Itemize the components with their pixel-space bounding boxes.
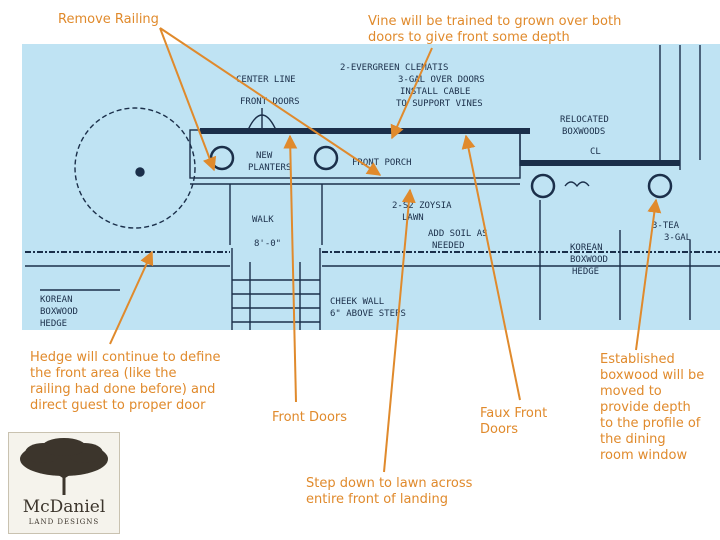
- bp-hedge-left: HEDGE: [40, 319, 67, 329]
- bp-zoysia: 2-S2 ZOYSIA: [392, 201, 452, 211]
- right-planter: [313, 145, 339, 171]
- bp-boxwood-left: BOXWOOD: [40, 307, 78, 317]
- bp-boxwoods: BOXWOODS: [562, 127, 605, 137]
- relocated-boxwood-left: [530, 173, 556, 199]
- note-vine: Vine will be trained to grown over both …: [368, 14, 622, 45]
- note-front-doors: Front Doors: [272, 410, 348, 425]
- arrow-faux-front-doors: [461, 134, 521, 401]
- bp-add-soil: ADD SOIL AS: [428, 229, 488, 239]
- arrow-front-doors: [283, 134, 298, 403]
- bp-above-steps: 6" ABOVE STEPS: [330, 309, 406, 319]
- logo-name: McDaniel: [22, 497, 106, 517]
- annotation-arrows: [109, 27, 662, 473]
- bp-hedge-right: HEDGE: [572, 267, 599, 277]
- bp-clematis-1: 2-EVERGREEN CLEMATIS: [340, 63, 448, 73]
- arrow-step-down: [383, 188, 416, 473]
- arrow-boxwood: [635, 198, 662, 351]
- logo-tagline: LAND DESIGNS: [28, 518, 100, 526]
- note-step-down: Step down to lawn across entire front of…: [306, 476, 473, 507]
- bp-new: NEW: [256, 151, 273, 161]
- bp-center-line: CENTER LINE: [236, 75, 296, 85]
- bp-korean-left: KOREAN: [40, 295, 73, 305]
- note-faux-front-doors: Faux Front Doors: [480, 406, 548, 437]
- note-boxwood: Established boxwood will be moved to pro…: [600, 352, 705, 463]
- bp-needed: NEEDED: [432, 241, 465, 251]
- existing-tree-canopy: [74, 107, 196, 229]
- arrow-hedge: [109, 250, 154, 345]
- bp-walk: WALK: [252, 215, 274, 225]
- bp-cl: CL: [590, 147, 601, 157]
- arrow-remove-railing-right: [159, 27, 382, 176]
- arrow-remove-railing-left: [159, 27, 217, 172]
- blueprint-linework: [25, 45, 720, 330]
- bp-clematis-4: TO SUPPORT VINES: [396, 99, 483, 109]
- bp-korean-right: KOREAN: [570, 243, 603, 253]
- bp-dimension: 8'-0": [254, 239, 281, 249]
- bp-front-porch: FRONT PORCH: [352, 158, 412, 168]
- bp-clematis-3: INSTALL CABLE: [400, 87, 470, 97]
- bp-lawn: LAWN: [402, 213, 424, 223]
- bp-relocated: RELOCATED: [560, 115, 609, 125]
- relocated-boxwood-right: [647, 173, 673, 199]
- bp-tea: 3-TEA: [652, 221, 680, 231]
- bp-planters: PLANTERS: [248, 163, 291, 173]
- bp-cheek-wall: CHEEK WALL: [330, 297, 384, 307]
- bp-tea-gal: 3-GAL: [664, 233, 691, 243]
- arrow-vine: [390, 47, 433, 140]
- oak-tree-icon: [20, 438, 108, 495]
- note-remove-railing: Remove Railing: [58, 12, 159, 27]
- note-hedge: Hedge will continue to define the front …: [30, 350, 221, 413]
- bp-clematis-2: 3-GAL OVER DOORS: [398, 75, 485, 85]
- company-logo: McDaniel LAND DESIGNS: [8, 432, 120, 534]
- bp-boxwood-right: BOXWOOD: [570, 255, 608, 265]
- blueprint-paper: [22, 44, 720, 330]
